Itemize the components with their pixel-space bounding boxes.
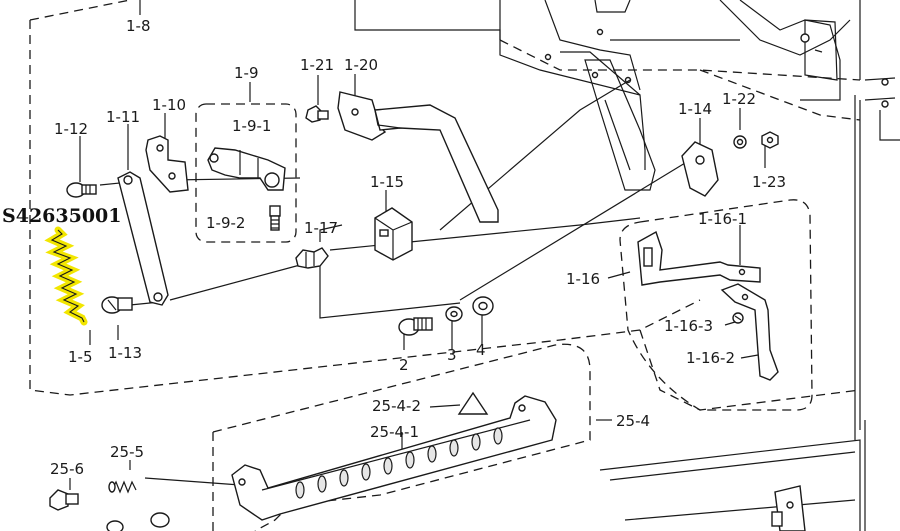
- part-1-14-plate[interactable]: [681, 141, 719, 197]
- label-1-16-3: 1-16-3: [664, 317, 713, 335]
- part-1-17-screw[interactable]: [295, 247, 329, 269]
- label-1-13: 1-13: [108, 344, 142, 362]
- bottom-right-bracket: [771, 485, 806, 531]
- label-1-17: 1-17: [304, 219, 338, 237]
- part-1-23-nut[interactable]: [761, 131, 779, 149]
- part-25-5-spring[interactable]: [108, 480, 137, 494]
- label-1-14: 1-14: [678, 100, 712, 118]
- part-1-22-nut[interactable]: [733, 135, 747, 149]
- label-1-9-2: 1-9-2: [206, 214, 245, 232]
- part-1-9-1-bracket[interactable]: [207, 147, 286, 191]
- part-3-washer[interactable]: [445, 306, 463, 322]
- part-1-12-screw[interactable]: [66, 182, 97, 198]
- part-1-10-plate[interactable]: [145, 135, 189, 193]
- label-1-16-1: 1-16-1: [698, 210, 747, 228]
- part-1-16-3-screw[interactable]: [732, 312, 744, 324]
- part-4-washer[interactable]: [472, 296, 494, 316]
- label-1-16: 1-16: [566, 270, 600, 288]
- part-25-4-1-rail[interactable]: [231, 395, 557, 521]
- label-1-9: 1-9: [234, 64, 259, 82]
- highlight-part-code: S42635001: [2, 205, 121, 227]
- washers-bottom-left[interactable]: [106, 512, 170, 531]
- label-25-4-2: 25-4-2: [372, 397, 421, 415]
- label-25-5: 25-5: [110, 443, 144, 461]
- part-labels: 1-8 1-9 1-9-1 1-9-2 1-10 1-11 1-12 1-13 …: [2, 17, 786, 478]
- label-1-5: 1-5: [68, 348, 93, 366]
- label-3: 3: [447, 346, 457, 364]
- label-4: 4: [476, 341, 486, 359]
- part-1-16-1-bracket[interactable]: [637, 230, 761, 286]
- label-25-6: 25-6: [50, 460, 84, 478]
- part-25-6-screw[interactable]: [49, 489, 79, 511]
- part-1-13-screw[interactable]: [101, 296, 133, 314]
- label-2: 2: [399, 356, 409, 374]
- label-1-15: 1-15: [370, 173, 404, 191]
- part-1-5-spring-highlighted[interactable]: [44, 226, 88, 326]
- label-1-23: 1-23: [752, 173, 786, 191]
- box-1-16: [619, 199, 813, 411]
- box-1-9: [195, 103, 297, 243]
- box-25-4: [212, 343, 591, 531]
- part-1-16-2-arm[interactable]: [720, 283, 779, 381]
- label-1-16-2: 1-16-2: [686, 349, 735, 367]
- label-1-22: 1-22: [722, 90, 756, 108]
- label-1-20: 1-20: [344, 56, 378, 74]
- label-1-8: 1-8: [126, 17, 151, 35]
- assembly-group-outline: [29, 0, 861, 411]
- label-1-9-1: 1-9-1: [232, 117, 271, 135]
- label-1-21: 1-21: [300, 56, 334, 74]
- part-1-11-lever[interactable]: [117, 171, 169, 306]
- label-25-4: 25-4: [616, 412, 650, 430]
- label-25-4-1: 25-4-1: [370, 423, 419, 441]
- part-2-screw[interactable]: [398, 317, 433, 336]
- machine-frame: [354, 0, 900, 531]
- label-1-11: 1-11: [106, 108, 140, 126]
- label-1-12: 1-12: [54, 120, 88, 138]
- label-1-10: 1-10: [152, 96, 186, 114]
- part-1-20-bracket[interactable]: [337, 91, 499, 223]
- part-1-15-block[interactable]: [374, 207, 413, 261]
- warning-triangle-icon: [457, 391, 489, 415]
- part-1-21-screw[interactable]: [305, 105, 329, 123]
- part-1-9-2-screw[interactable]: [269, 205, 281, 231]
